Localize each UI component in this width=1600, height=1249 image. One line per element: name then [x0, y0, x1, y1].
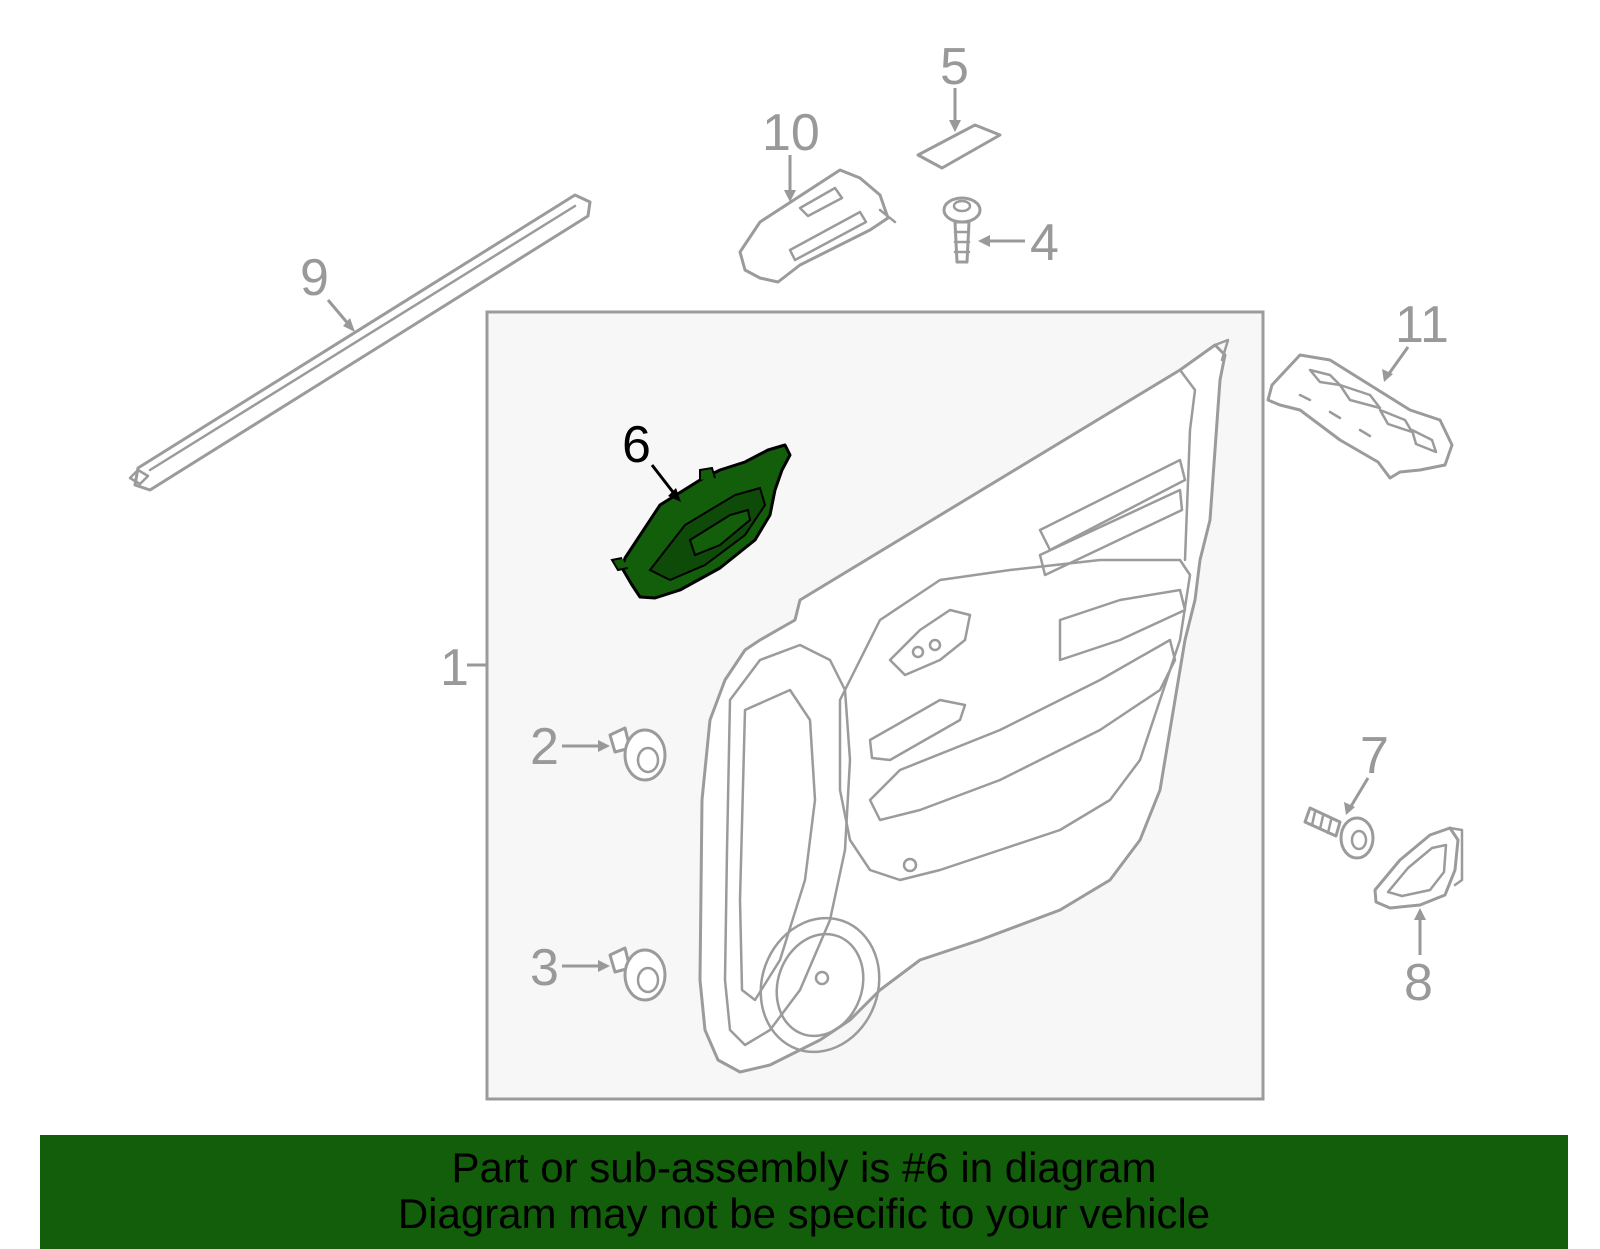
callout-7: 7 [1360, 727, 1389, 785]
callout-3: 3 [530, 939, 559, 997]
banner-line-1: Part or sub-assembly is #6 in diagram [451, 1144, 1157, 1191]
inside-door-handle [610, 443, 792, 600]
clip-3 [608, 946, 667, 1002]
handle-bezel [1373, 826, 1464, 910]
parts-diagram: 1 2 3 4 5 6 7 8 9 10 11 [128, 38, 1464, 1101]
callout-9: 9 [300, 249, 329, 307]
door-trim-panel [698, 338, 1230, 1074]
leader-6 [650, 464, 678, 497]
leader-11 [1386, 346, 1410, 376]
banner-line-2: Diagram may not be specific to your vehi… [397, 1190, 1211, 1237]
screw-4 [942, 196, 982, 264]
belt-molding-strip [128, 193, 592, 492]
callout-8: 8 [1404, 954, 1433, 1012]
callout-6: 6 [622, 416, 651, 474]
callout-2: 2 [530, 718, 559, 776]
clip-2 [608, 726, 667, 782]
callout-11: 11 [1395, 296, 1449, 354]
callout-1: 1 [440, 639, 469, 697]
callout-10: 10 [762, 104, 820, 162]
leader-7 [1348, 777, 1370, 809]
callout-5: 5 [940, 38, 969, 96]
info-banner: Part or sub-assembly is #6 in diagram Di… [40, 1135, 1568, 1249]
callout-4: 4 [1030, 214, 1059, 272]
leader-9 [326, 299, 352, 327]
pad [916, 123, 1002, 170]
power-window-switch [1266, 353, 1454, 480]
switch-bezel [738, 168, 897, 284]
screw-7 [1303, 806, 1375, 860]
